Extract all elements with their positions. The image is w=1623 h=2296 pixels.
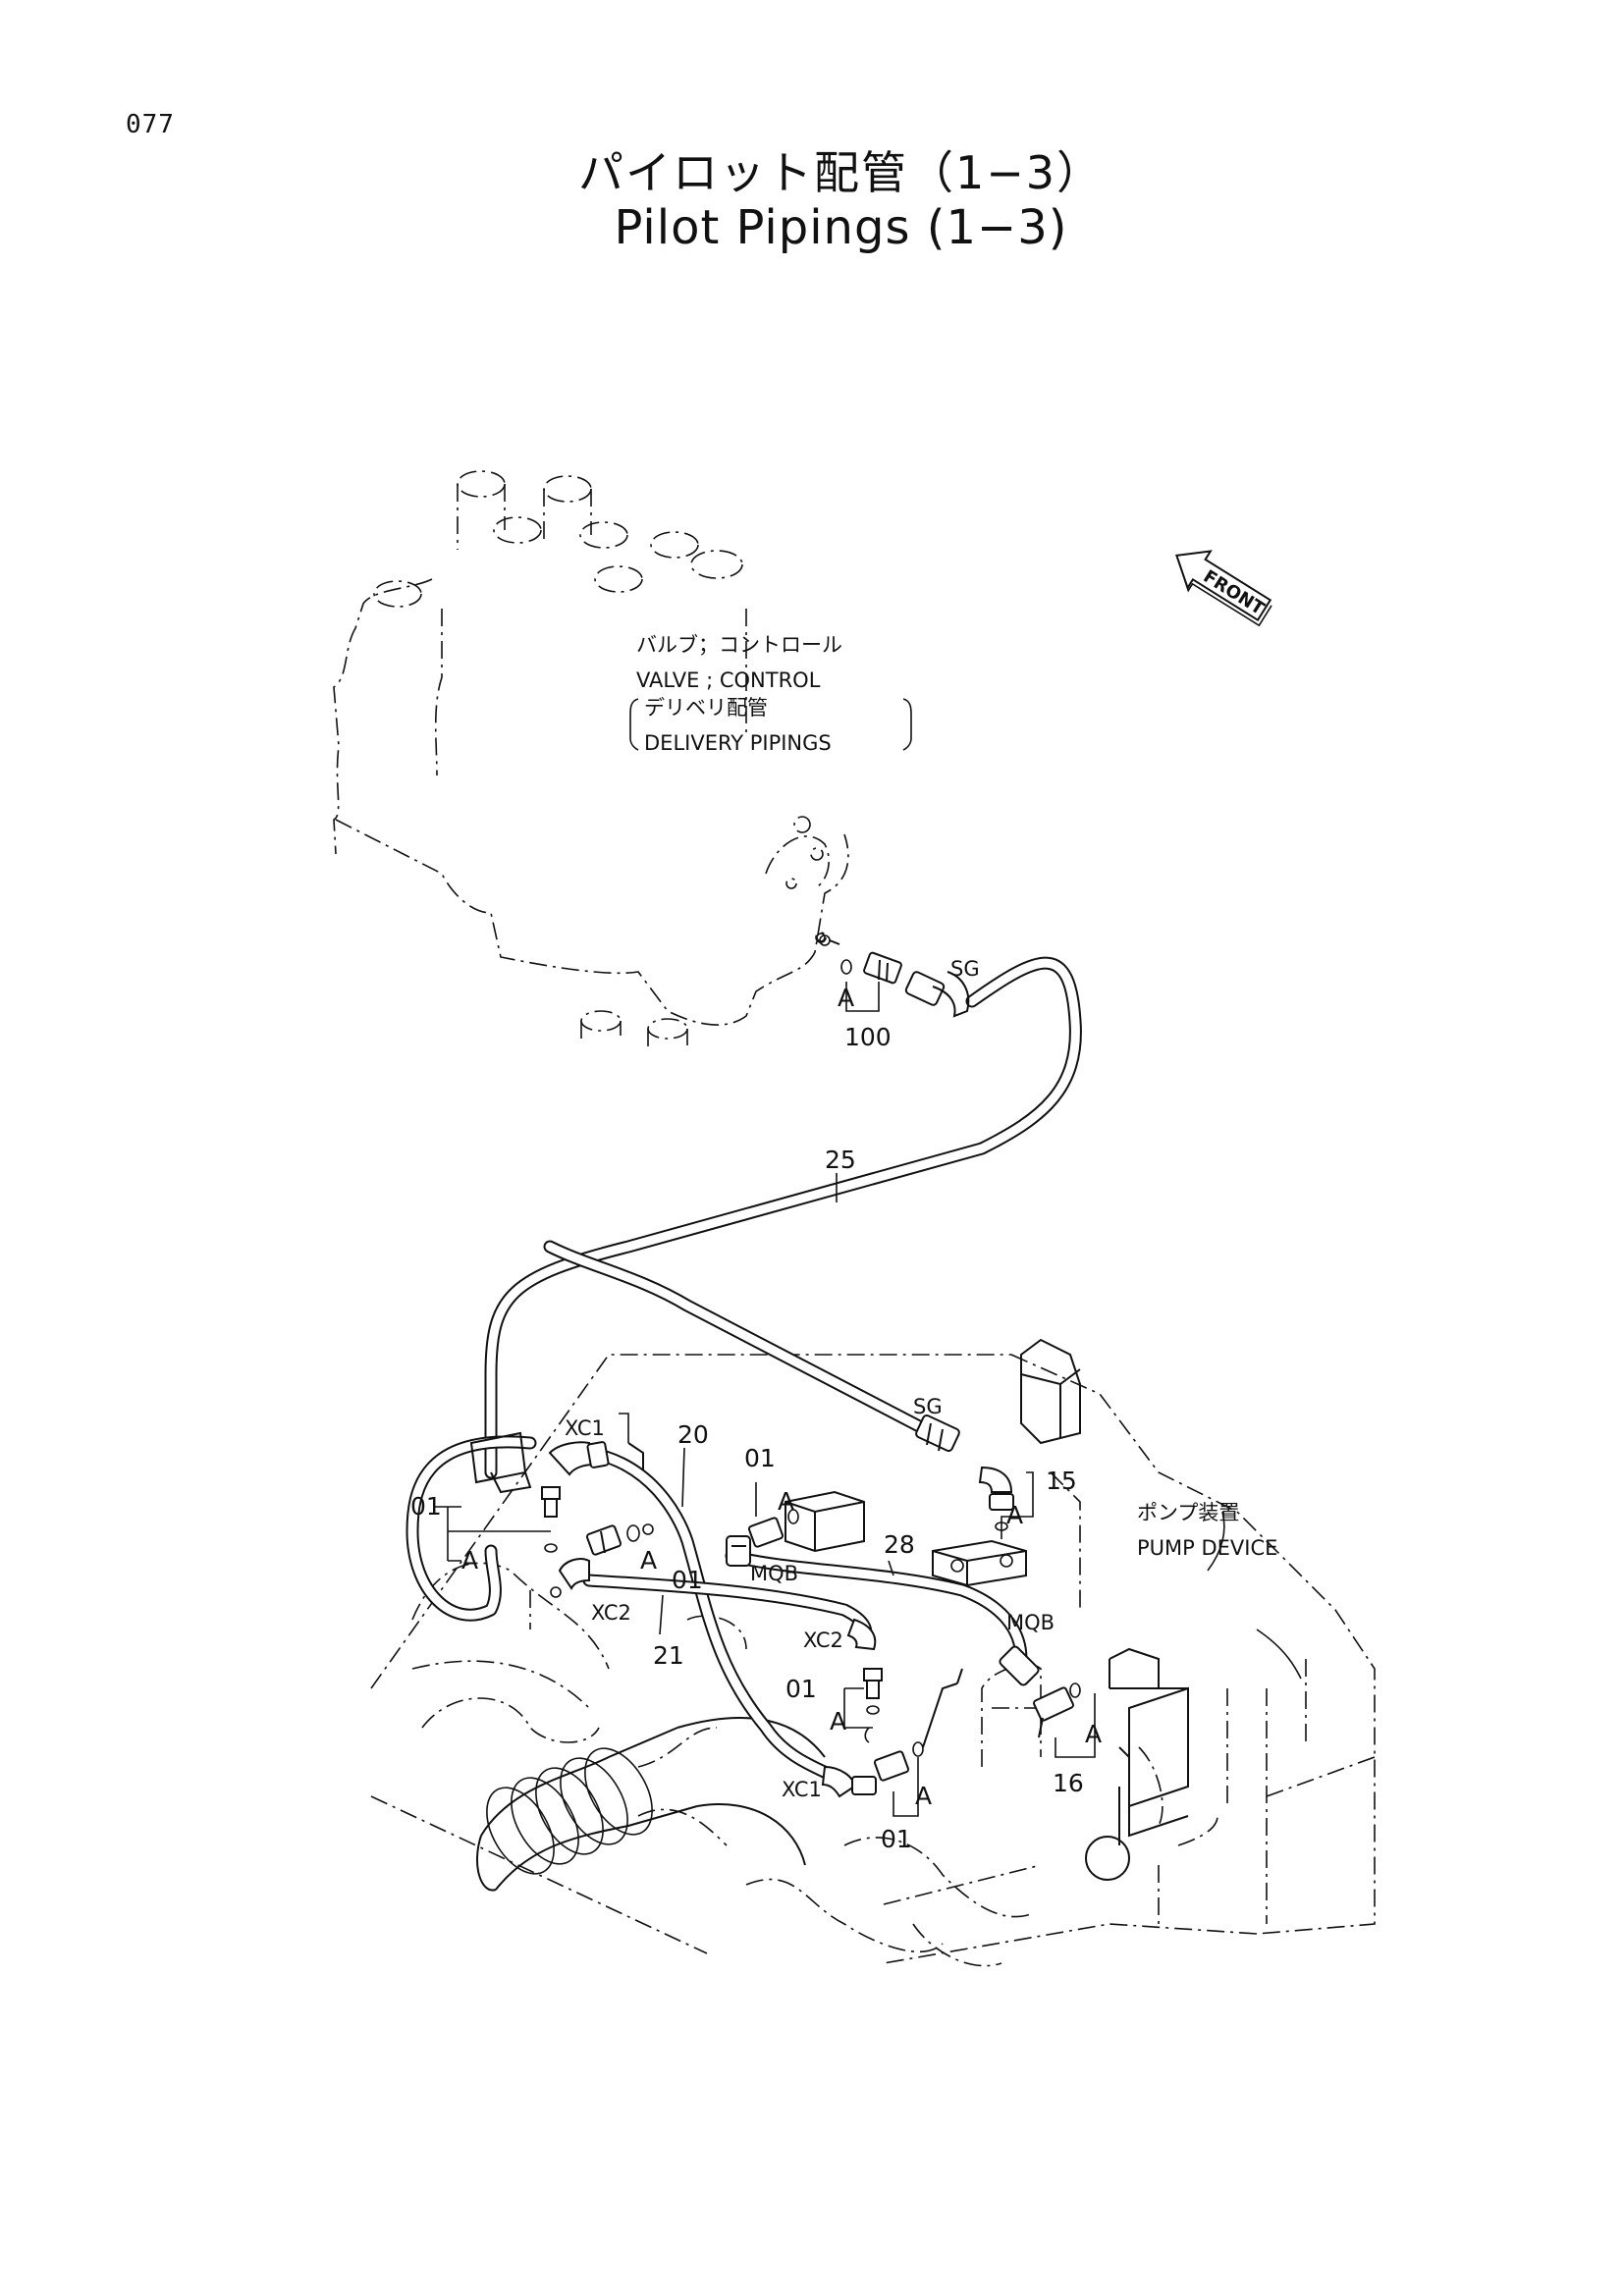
bracket-right: [902, 698, 912, 751]
hose-28: [725, 1549, 1028, 1666]
label-A-100: A: [838, 984, 854, 1012]
suction-hose: [476, 1717, 826, 1892]
delivery-label-en: DELIVERY PIPINGS: [644, 731, 832, 755]
hose-loop-left: [406, 1435, 537, 1622]
hose-25-lower: [543, 1240, 930, 1435]
label-A-16: A: [1085, 1720, 1102, 1748]
label-25: 25: [825, 1146, 856, 1174]
label-28: 28: [884, 1530, 915, 1559]
port-SG-lower: SG: [913, 1395, 943, 1418]
pump-device-outline: [370, 1354, 1376, 1967]
label-A-upper: A: [778, 1487, 794, 1516]
valve-label-jp: バルブ；コントロール: [636, 633, 842, 657]
port-XC2-lower: XC2: [803, 1629, 843, 1652]
label-20: 20: [677, 1420, 709, 1449]
label-A-15: A: [1006, 1501, 1023, 1529]
part-labels: 100 25 20 21 28 15 16 01 01 01 01 01 A A…: [410, 957, 1102, 1853]
label-A-lower: A: [915, 1782, 932, 1810]
label-01-upper: 01: [744, 1444, 776, 1472]
mount-block: [932, 1539, 1027, 1587]
fittings: [541, 934, 1081, 1798]
front-arrow-icon: FRONT: [1175, 550, 1272, 627]
label-A-lower-left: A: [830, 1707, 846, 1735]
port-XC1-lower: XC1: [782, 1778, 822, 1801]
port-SG-upper: SG: [950, 957, 980, 981]
label-01-lower-left: 01: [785, 1675, 817, 1703]
bracket-left: [629, 698, 639, 751]
port-MQB-upper: MQB: [750, 1562, 798, 1585]
delivery-label-jp: デリベリ配管: [644, 696, 768, 720]
port-XC2-upper: XC2: [591, 1601, 631, 1625]
label-A-middle: A: [640, 1546, 657, 1575]
hose-clamp: [469, 1431, 532, 1494]
valve-label-en: VALVE ; CONTROL: [636, 668, 821, 692]
leader-lines: [434, 982, 1302, 1817]
label-21: 21: [653, 1641, 684, 1670]
hose-20: [582, 1446, 841, 1784]
port-XC1-upper: XC1: [565, 1416, 605, 1440]
valve-block: [627, 1442, 865, 1553]
pump-label-en: PUMP DEVICE: [1137, 1536, 1277, 1560]
hose-25: [484, 956, 1082, 1479]
pump-block: [1020, 1338, 1189, 1881]
label-01-left: 01: [410, 1492, 442, 1521]
label-01-lower: 01: [881, 1825, 912, 1853]
control-valve-outline: [333, 470, 849, 1048]
label-16: 16: [1053, 1769, 1084, 1797]
label-01-middle: 01: [672, 1566, 703, 1594]
label-15: 15: [1046, 1467, 1077, 1495]
label-100: 100: [844, 1023, 892, 1051]
port-MQB-lower: MQB: [1006, 1611, 1055, 1634]
title-english: Pilot Pipings (1−3): [614, 200, 1068, 255]
page-number: 077: [126, 110, 175, 139]
label-A-left: A: [461, 1546, 478, 1575]
pump-label-jp: ポンプ装置: [1137, 1501, 1239, 1524]
title-japanese: パイロット配管（1−3）: [577, 146, 1105, 199]
